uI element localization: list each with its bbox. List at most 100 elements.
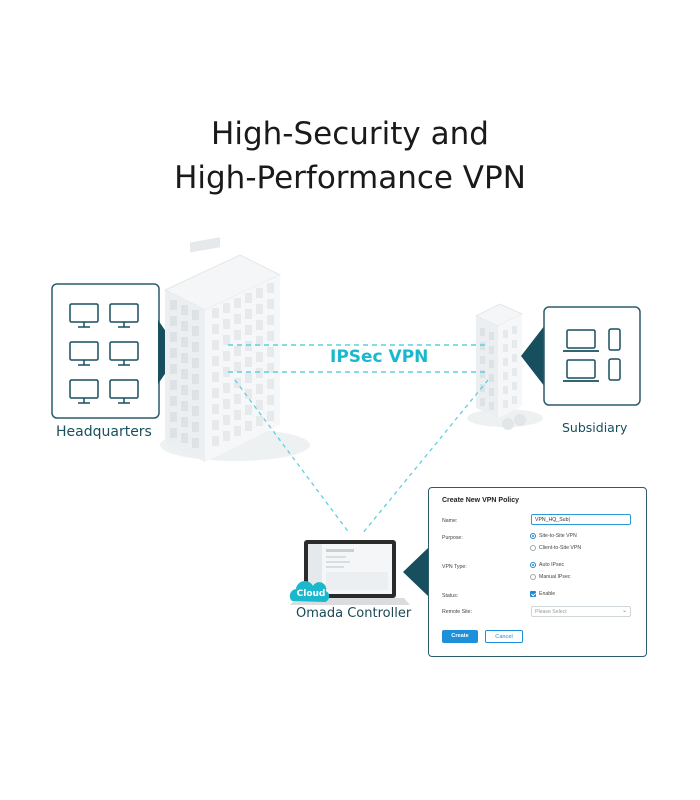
remote-site-select[interactable]: Please Select ⌄ — [531, 606, 631, 617]
window-tile — [256, 400, 263, 410]
window-tile — [170, 332, 177, 342]
window-tile — [223, 431, 230, 441]
vpn-type-label: VPN Type: — [442, 564, 467, 570]
laptop-icon — [563, 329, 599, 352]
smartphone-icon — [608, 358, 621, 381]
desktop-monitor-icon — [109, 379, 139, 404]
window-tile — [245, 421, 252, 431]
window-tile — [512, 340, 517, 348]
window-tile — [245, 357, 252, 367]
window-tile — [181, 401, 188, 411]
window-tile — [503, 386, 508, 394]
purpose-option-site-to-site[interactable]: Site-to-Site VPN — [530, 533, 577, 539]
window-tile — [223, 367, 230, 377]
window-tile — [256, 336, 263, 346]
window-tile — [212, 420, 219, 430]
page-title: High-Security and High-Performance VPN — [0, 112, 700, 200]
checkbox-checked-icon[interactable] — [530, 591, 536, 597]
purpose-option-client-to-site[interactable]: Client-to-Site VPN — [530, 545, 581, 551]
window-tile — [267, 395, 274, 405]
window-tile — [192, 358, 199, 368]
window-tile — [267, 299, 274, 309]
window-tile — [480, 398, 485, 406]
window-tile — [245, 373, 252, 383]
window-tile — [223, 319, 230, 329]
window-tile — [489, 374, 494, 382]
window-tile — [234, 346, 241, 356]
window-tile — [181, 369, 188, 379]
window-tile — [223, 383, 230, 393]
window-tile — [480, 370, 485, 378]
ipsec-vpn-label: IPSec VPN — [330, 347, 429, 367]
window-tile — [267, 411, 274, 421]
window-tile — [223, 303, 230, 313]
dialog-title: Create New VPN Policy — [442, 497, 520, 504]
window-tile — [181, 433, 188, 443]
window-tile — [170, 364, 177, 374]
remote-site-label: Remote Site: — [442, 609, 472, 615]
window-tile — [489, 402, 494, 410]
desktop-monitor-icon — [69, 341, 99, 366]
window-tile — [245, 389, 252, 399]
radio-unselected-icon[interactable] — [530, 574, 536, 580]
window-tile — [181, 337, 188, 347]
window-tile — [512, 382, 517, 390]
subsidiary-label: Subsidiary — [562, 420, 628, 435]
radio-unselected-icon[interactable] — [530, 545, 536, 551]
window-tile — [192, 406, 199, 416]
window-tile — [192, 310, 199, 320]
window-tile — [245, 341, 252, 351]
window-tile — [503, 358, 508, 366]
laptop-icon — [563, 359, 599, 382]
status-enable-checkbox[interactable]: Enable — [530, 591, 555, 597]
window-tile — [192, 390, 199, 400]
window-tile — [223, 335, 230, 345]
window-tile — [489, 388, 494, 396]
controller-laptop-icon — [290, 540, 410, 605]
window-tile — [512, 396, 517, 404]
window-tile — [192, 342, 199, 352]
window-tile — [170, 412, 177, 422]
purpose-label: Purpose: — [442, 535, 463, 541]
subsidiary-building-icon — [474, 303, 526, 430]
chevron-down-icon: ⌄ — [621, 608, 627, 614]
window-tile — [256, 288, 263, 298]
window-tile — [234, 410, 241, 420]
window-tile — [212, 436, 219, 446]
radio-selected-icon[interactable] — [530, 562, 536, 568]
radio-selected-icon[interactable] — [530, 533, 536, 539]
window-tile — [212, 356, 219, 366]
window-tile — [256, 304, 263, 314]
hq-controller-link — [234, 379, 351, 535]
vpn-type-option-auto[interactable]: Auto IPsec — [530, 562, 564, 568]
hq-devices-panel — [51, 283, 180, 419]
window-tile — [256, 368, 263, 378]
title-line-1: High-Security and — [211, 116, 489, 152]
window-tile — [192, 422, 199, 432]
omada-controller-label: Omada Controller — [296, 606, 412, 621]
name-field[interactable]: VPN_HQ_Sub| — [531, 514, 631, 525]
window-tile — [170, 300, 177, 310]
window-tile — [223, 351, 230, 361]
window-tile — [212, 404, 219, 414]
window-tile — [212, 340, 219, 350]
desktop-monitor-icon — [109, 341, 139, 366]
cancel-button[interactable]: Cancel — [485, 630, 523, 643]
window-tile — [170, 428, 177, 438]
window-tile — [489, 360, 494, 368]
window-tile — [234, 394, 241, 404]
purpose-option-label: Client-to-Site VPN — [539, 545, 582, 551]
window-tile — [503, 372, 508, 380]
vpn-type-option-label: Manual IPsec — [539, 574, 571, 580]
window-tile — [489, 332, 494, 340]
window-tile — [212, 372, 219, 382]
vpn-type-option-manual[interactable]: Manual IPsec — [530, 574, 570, 580]
window-tile — [181, 417, 188, 427]
smartphone-icon — [608, 328, 621, 351]
headquarters-label: Headquarters — [56, 424, 152, 440]
window-tile — [267, 331, 274, 341]
window-tile — [512, 326, 517, 334]
create-button[interactable]: Create — [442, 630, 478, 643]
window-tile — [181, 305, 188, 315]
